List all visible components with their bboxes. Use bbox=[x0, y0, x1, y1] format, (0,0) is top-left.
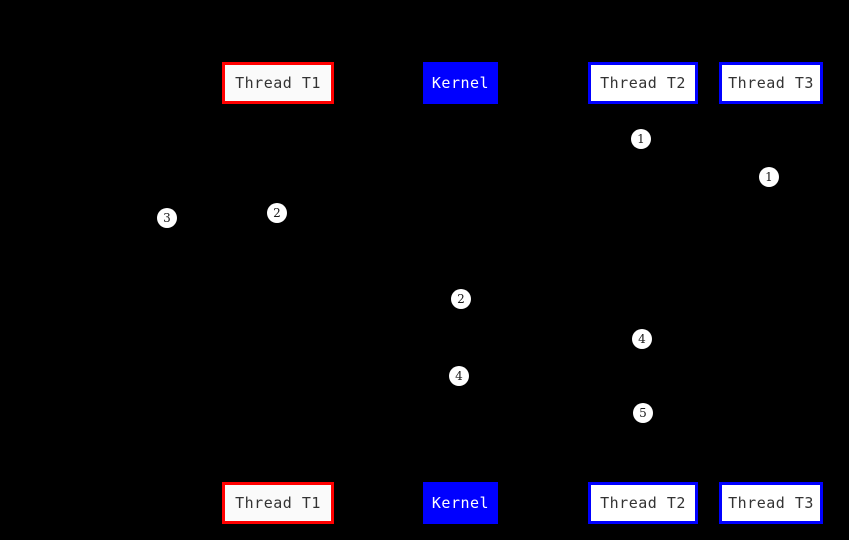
lifeline-t1 bbox=[278, 104, 279, 482]
participant-label: Thread T2 bbox=[600, 493, 686, 512]
message-line bbox=[278, 213, 460, 214]
arrow-head-icon bbox=[643, 173, 651, 181]
arrow-head-icon bbox=[635, 295, 643, 303]
sequence-number-badge: 4 bbox=[449, 366, 469, 386]
arrow-head-icon bbox=[460, 335, 468, 343]
participant-label: Thread T2 bbox=[600, 73, 686, 92]
arrow-head-icon bbox=[278, 372, 286, 380]
arrow-head-icon bbox=[763, 409, 771, 417]
participant-label: Thread T3 bbox=[728, 493, 814, 512]
message-line bbox=[460, 299, 643, 300]
participant-t3-header[interactable]: Thread T3 bbox=[719, 62, 823, 104]
participant-label: Kernel bbox=[431, 73, 490, 92]
message-line bbox=[643, 413, 771, 414]
message-line bbox=[460, 339, 643, 340]
arrow-head-icon bbox=[763, 135, 771, 143]
sequence-number-badge: 5 bbox=[633, 403, 653, 423]
arrow-head-icon bbox=[452, 209, 460, 217]
participant-t2-footer[interactable]: Thread T2 bbox=[588, 482, 698, 524]
sequence-number-badge: 1 bbox=[759, 167, 779, 187]
participant-label: Thread T1 bbox=[235, 73, 321, 92]
participant-kernel-header[interactable]: Kernel bbox=[423, 62, 498, 104]
participant-label: Thread T1 bbox=[235, 493, 321, 512]
lifeline-t2 bbox=[643, 104, 644, 482]
participant-kernel-footer[interactable]: Kernel bbox=[423, 482, 498, 524]
participant-t3-footer[interactable]: Thread T3 bbox=[719, 482, 823, 524]
message-line bbox=[278, 376, 460, 377]
participant-label: Kernel bbox=[431, 493, 490, 512]
message-line bbox=[643, 177, 771, 178]
participant-t1-footer[interactable]: Thread T1 bbox=[222, 482, 334, 524]
message-line bbox=[167, 218, 278, 219]
sequence-number-badge: 2 bbox=[267, 203, 287, 223]
participant-label: Thread T3 bbox=[728, 73, 814, 92]
participant-t2-header[interactable]: Thread T2 bbox=[588, 62, 698, 104]
message-line bbox=[643, 139, 771, 140]
sequence-number-badge: 4 bbox=[632, 329, 652, 349]
sequence-number-badge: 1 bbox=[631, 129, 651, 149]
sequence-number-badge: 3 bbox=[157, 208, 177, 228]
participant-t1-header[interactable]: Thread T1 bbox=[222, 62, 334, 104]
sequence-number-badge: 2 bbox=[451, 289, 471, 309]
lifeline-t3 bbox=[771, 104, 772, 482]
